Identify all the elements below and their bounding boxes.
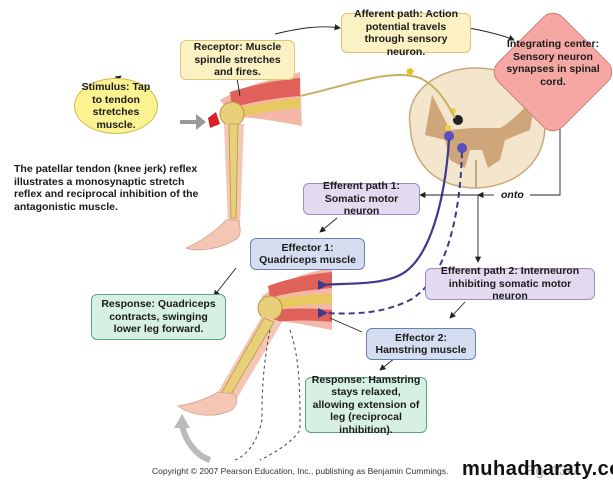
resting-leg-outline	[259, 329, 301, 461]
interneuron-body	[457, 143, 467, 153]
onto-label: onto	[499, 189, 526, 201]
efferent-path-1-label: Efferent path 1: Somatic motor neuron	[303, 180, 420, 217]
efferent-path-2-label: Efferent path 2: Interneuron inhibiting …	[425, 265, 595, 302]
inhibited-motor-neuron-axon	[321, 151, 463, 315]
copyright-notice: Copyright © 2007 Pearson Education, Inc.…	[152, 466, 449, 476]
response-2-label: Response: Hamstring stays relaxed, allow…	[305, 374, 427, 436]
leg-lower-illustration	[174, 268, 332, 463]
afferent-path-label: Afferent path: Action potential travels …	[341, 8, 471, 58]
action-potential-icon: ✸	[405, 65, 415, 79]
integrating-center-label: Integrating center: Sensory neuron synap…	[487, 6, 613, 138]
motor-neuron-body	[444, 131, 454, 141]
effector-2-label: Effector 2: Hamstring muscle	[366, 328, 476, 360]
leg-upper-illustration	[180, 72, 302, 251]
motor-neuron-axon	[319, 139, 451, 287]
swing-arrow-icon	[179, 424, 212, 463]
stimulus-label: Stimulus: Tap to tendon stretches muscle…	[74, 78, 158, 134]
effector-1-label: Effector 1: Quadriceps muscle	[250, 238, 365, 270]
sensory-neuron	[299, 74, 456, 119]
figure-caption: The patellar tendon (knee jerk) reflex i…	[14, 163, 199, 213]
reflex-hammer-icon	[208, 112, 220, 128]
tap-arrow-icon	[180, 114, 206, 130]
watermark: muhadharaty.com	[462, 458, 613, 480]
figure-number: Fig. 13-7	[524, 462, 580, 478]
receptor-label: Receptor: Muscle spindle stretches and f…	[180, 40, 295, 80]
response-1-label: Response: Quadriceps contracts, swinging…	[91, 294, 226, 340]
